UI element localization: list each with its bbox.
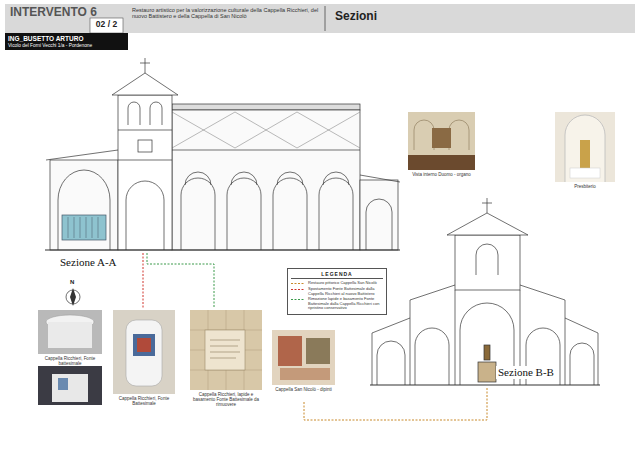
section-b-drawing [370, 198, 600, 385]
legend-text: Restauro pittorico Cappella San Nicolò [308, 281, 377, 286]
legend-line-sample [291, 281, 305, 286]
header-band [5, 4, 635, 33]
photo-caption: Cappella Ricchieri, Fonte battesimale [36, 356, 104, 366]
legend-row: Spostamento Fonte Battesimale dalla Capp… [291, 287, 383, 296]
photo-interior [408, 112, 475, 170]
photo-caption: Vista interno Duomo - organo [406, 172, 477, 177]
photo-caption: Cappella Ricchieri, lapide e basamento F… [188, 392, 264, 408]
section-a-drawing [45, 58, 400, 250]
sheet-title: Sezioni [335, 10, 377, 24]
sheet-number: 02 / 2 [91, 20, 122, 30]
legend-line-sample [291, 287, 305, 292]
photo-caption: Cappella San Nicolò - dipinti [270, 387, 337, 392]
legend-row: Restauro pittorico Cappella San Nicolò [291, 281, 383, 286]
north-label: N [70, 279, 74, 286]
photo-fresco [272, 330, 335, 385]
project-description: Restauro artistico per la valorizzazione… [132, 7, 320, 20]
photo-caption: Presbiterio [555, 184, 615, 189]
photo-caption: Cappella Ricchieri, Fonte Battesimale [111, 396, 177, 406]
author-address: Vicolo del Forni Vecchi 1/a - Pordenone [8, 43, 126, 49]
photo-font-a [38, 310, 102, 354]
photo-font-b [38, 366, 102, 405]
photo-floor [190, 310, 262, 390]
header-divider [325, 6, 326, 31]
legend-line [291, 289, 305, 290]
sheet-number-box [90, 18, 123, 33]
legend-line [291, 299, 305, 300]
author-bar [5, 33, 128, 50]
legend-text: Rimozione lapide e basamento Fonte Batte… [308, 297, 383, 311]
north-arrow [66, 288, 80, 306]
legend-line [291, 283, 305, 284]
author-name: ING_BUSETTO ARTURO [8, 35, 126, 42]
project-number: INTERVENTO 6 [10, 6, 97, 20]
legend-text: Spostamento Fonte Battesimale dalla Capp… [308, 287, 383, 296]
leader-lines [143, 253, 487, 420]
photo-font-c [113, 310, 175, 394]
photo-presbytery [555, 112, 615, 182]
legend-line-sample [291, 297, 305, 302]
legend-box: LEGENDA Restauro pittorico Cappella San N… [287, 268, 387, 315]
section-title: Sezione B-B [496, 366, 556, 379]
section-title: Sezione A-A [60, 256, 117, 269]
legend-row: Rimozione lapide e basamento Fonte Batte… [291, 297, 383, 311]
legend-title: LEGENDA [291, 271, 383, 279]
